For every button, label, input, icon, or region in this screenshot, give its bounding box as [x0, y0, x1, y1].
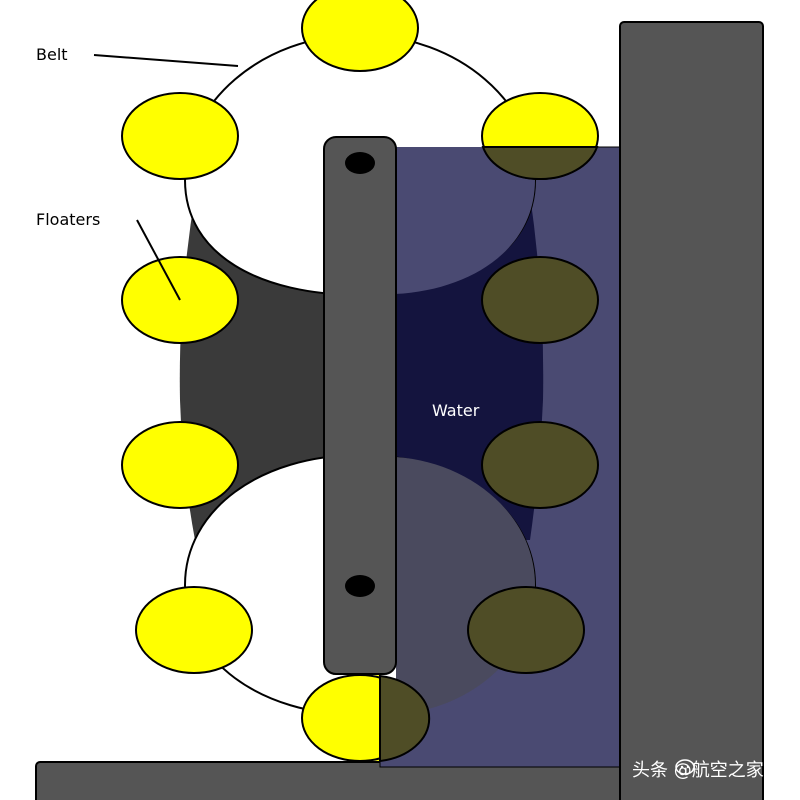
belt-top-arc-submerged — [396, 147, 536, 294]
watermark: 头条 @航空之家 — [632, 759, 764, 781]
floaters-label: Floaters — [36, 210, 100, 229]
chat-bubble-icon — [675, 759, 695, 775]
base-floor — [35, 761, 637, 800]
floater-left-3 — [121, 421, 239, 509]
floater-left-1 — [121, 92, 239, 180]
right-wall — [619, 21, 764, 800]
floater-bottom-submerged — [379, 674, 431, 763]
floater-right-4 — [467, 586, 585, 674]
floater-top — [301, 0, 419, 72]
floater-right-3 — [481, 421, 599, 509]
pulley-top — [345, 152, 375, 174]
pulley-bottom — [345, 575, 375, 597]
floater-left-4 — [135, 586, 253, 674]
floaters-leader-line — [136, 219, 181, 301]
water-label: Water — [432, 401, 480, 420]
watermark-text: 头条 @航空之家 — [632, 760, 764, 781]
floater-right-1-submerged — [481, 146, 599, 181]
belt-leader-line — [93, 54, 239, 67]
floater-right-2 — [481, 256, 599, 344]
center-column — [323, 136, 397, 675]
belt-label: Belt — [36, 45, 68, 64]
